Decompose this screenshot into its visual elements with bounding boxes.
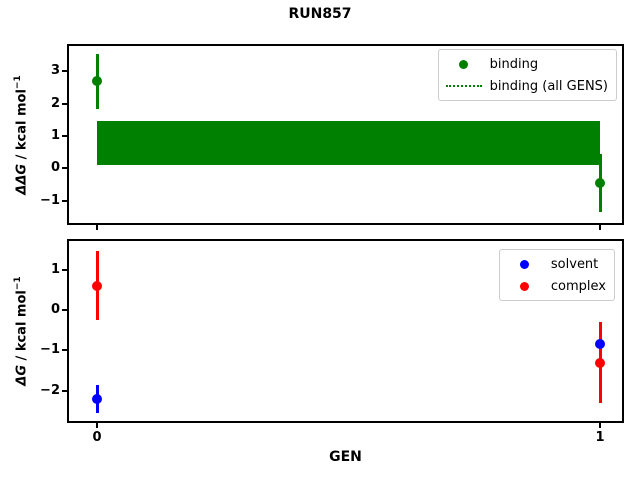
- legend-entry: solvent: [505, 253, 606, 275]
- x-tick-mark: [599, 423, 602, 428]
- top-y-axis-label: ΔΔG / kcal mol−1: [9, 25, 30, 245]
- y-tick-mark: [62, 389, 67, 392]
- legend-label: solvent: [550, 256, 599, 272]
- y-tick-mark: [62, 102, 67, 105]
- legend-dot-icon: [505, 281, 545, 291]
- y-tick-label: 1: [50, 128, 60, 143]
- bottom-y-axis-label: ΔG / kcal mol−1: [9, 221, 30, 441]
- y-tick-mark: [62, 199, 67, 202]
- top-plot-area: binding binding (all GENS) 3 2 1 0 −1: [40, 46, 622, 230]
- y-tick-label: 2: [50, 95, 60, 111]
- legend-dot-icon: [444, 59, 484, 69]
- y-tick-label: −1: [40, 192, 60, 208]
- legend-dotted-line-icon: [444, 85, 484, 87]
- legend-entry: complex: [505, 275, 606, 297]
- y-tick-label: 1: [50, 261, 60, 277]
- y-tick-mark: [62, 268, 67, 271]
- ylabel-symbol: ΔG: [14, 364, 30, 386]
- data-point-solvent: [595, 339, 606, 350]
- legend-entry: binding: [444, 53, 608, 75]
- ylabel-units: / kcal mol: [14, 89, 30, 164]
- legend-dot-icon: [505, 259, 545, 269]
- y-tick-label: 0: [50, 160, 60, 176]
- ylabel-symbol: ΔΔG: [14, 163, 30, 195]
- x-axis-label: GEN: [329, 449, 362, 465]
- ylabel-exponent: −1: [13, 75, 23, 90]
- x-tick-label: 1: [595, 430, 605, 445]
- y-tick-mark: [62, 349, 67, 352]
- legend-label: binding: [489, 56, 539, 72]
- y-tick-mark: [62, 167, 67, 170]
- ylabel-units: / kcal mol: [14, 290, 30, 365]
- data-point-solvent: [92, 394, 103, 405]
- x-tick-mark: [599, 225, 602, 230]
- y-tick-label: −1: [40, 342, 60, 358]
- top-legend: binding binding (all GENS): [437, 49, 617, 101]
- legend-label: binding (all GENS): [489, 78, 608, 94]
- bottom-axes: solvent complex 1 0 −1 −2 0 1: [40, 239, 624, 445]
- y-tick-label: 0: [50, 302, 60, 317]
- data-point-binding: [595, 177, 606, 188]
- ylabel-exponent: −1: [13, 276, 23, 291]
- top-axes: binding binding (all GENS) 3 2 1 0 −1: [40, 44, 624, 230]
- data-point-complex: [92, 280, 103, 291]
- x-tick-label: 0: [92, 430, 102, 445]
- uncertainty-band: [97, 121, 601, 166]
- data-point-binding: [92, 76, 103, 87]
- y-tick-mark: [62, 70, 67, 73]
- y-tick-label: −2: [40, 382, 60, 398]
- y-tick-label: 3: [50, 63, 60, 79]
- legend-entry: binding (all GENS): [444, 75, 608, 97]
- y-tick-mark: [62, 135, 67, 137]
- bottom-legend: solvent complex: [498, 249, 615, 301]
- figure-title: RUN857: [288, 6, 352, 22]
- x-tick-mark: [96, 225, 99, 230]
- x-tick-mark: [96, 423, 99, 428]
- legend-label: complex: [550, 278, 606, 294]
- bottom-plot-area: solvent complex 1 0 −1 −2 0 1: [40, 241, 622, 445]
- data-point-complex: [595, 357, 606, 368]
- y-tick-mark: [62, 309, 67, 311]
